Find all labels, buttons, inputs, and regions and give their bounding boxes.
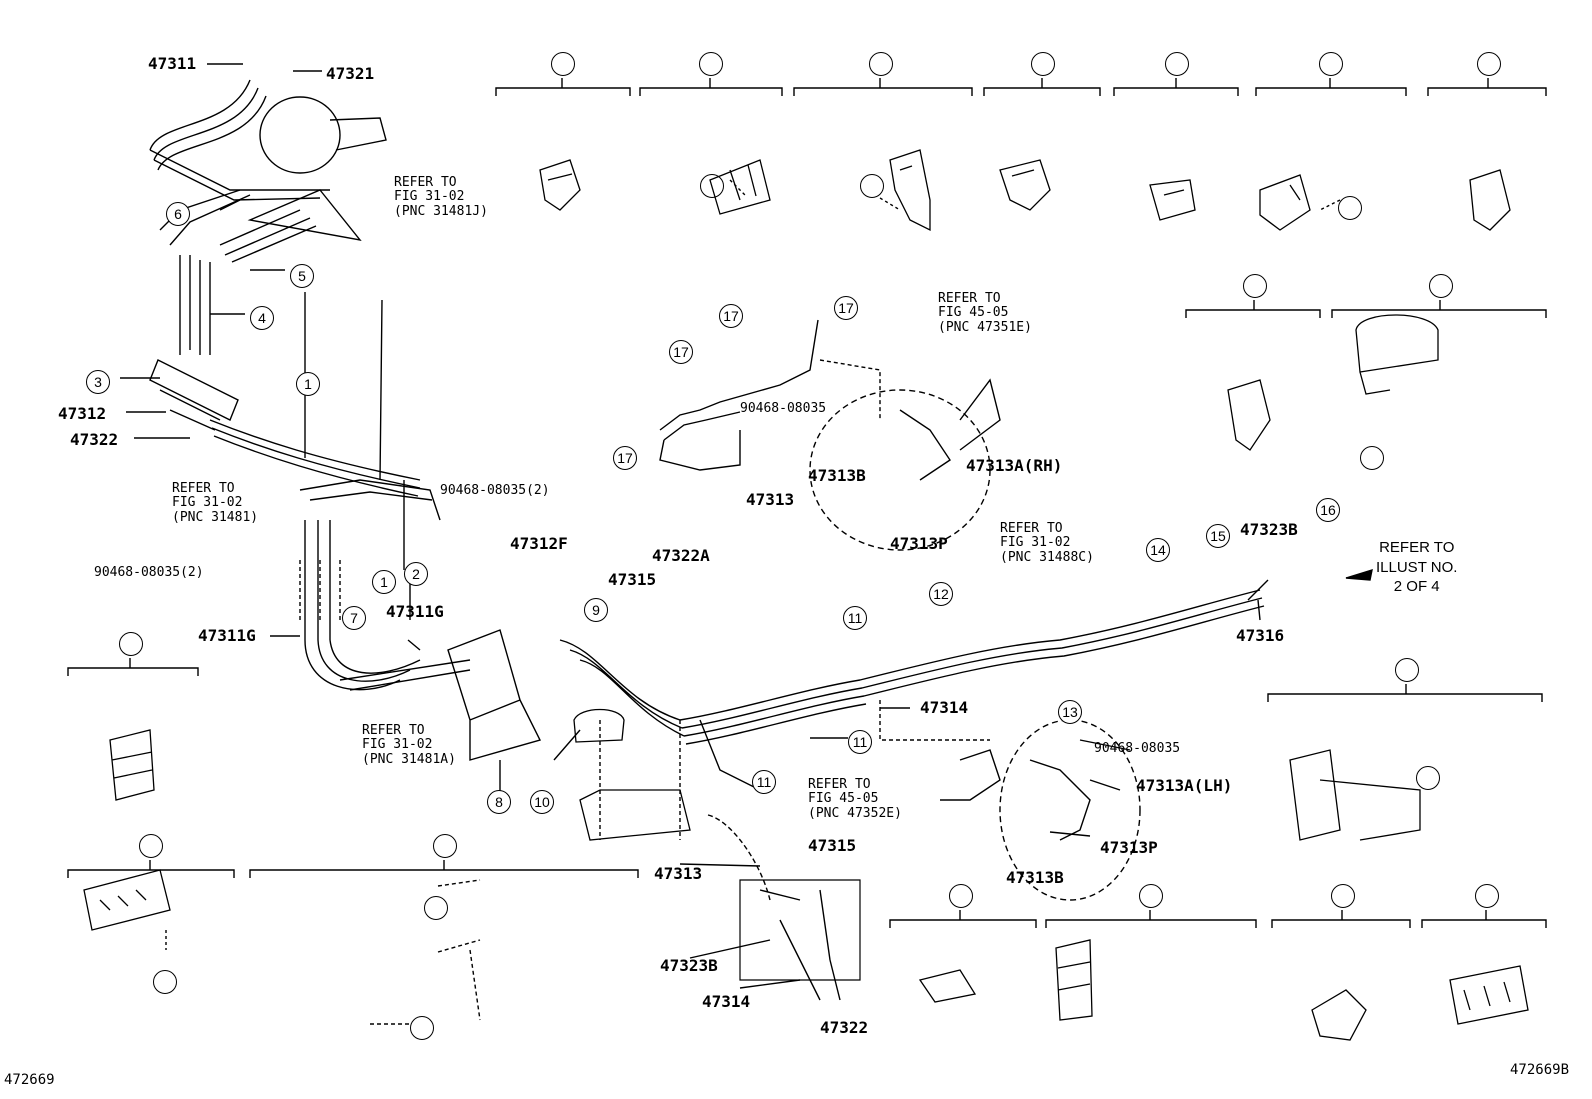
callout-2: [139, 834, 163, 858]
callout-16: [1319, 52, 1343, 76]
callout-17-b: 17: [669, 340, 693, 364]
callout-17-c: 17: [719, 304, 743, 328]
callout-9-main: 9: [584, 598, 608, 622]
callout-10-main: 10: [530, 790, 554, 814]
callout-17-a: 17: [613, 446, 637, 470]
callout-6-main: 6: [166, 202, 190, 226]
label-47322a: 47322A: [652, 546, 710, 565]
label-47313b-2: 47313B: [1006, 868, 1064, 887]
g3-tag2: [410, 1016, 434, 1040]
callout-4-main: 4: [250, 306, 274, 330]
label-90468-d: 90468-08035: [1094, 741, 1181, 756]
label-47322-b: 47322: [820, 1018, 869, 1037]
callout-13-main: 13: [1058, 700, 1082, 724]
g8-tag: [1416, 766, 1440, 790]
callout-11-main: 11: [843, 606, 867, 630]
corner-code-right: 472669B: [1510, 1062, 1570, 1078]
callout-8: [1395, 658, 1419, 682]
label-47316: 47316: [1236, 626, 1285, 645]
callout-3-main: 3: [86, 370, 110, 394]
label-47313a-rh: 47313A(RH): [966, 456, 1063, 475]
label-47311: 47311: [148, 54, 197, 73]
label-47313: 47313: [746, 490, 795, 509]
label-47311g-left: 47311G: [198, 626, 256, 645]
callout-14-main: 14: [1146, 538, 1170, 562]
callout-15: [1165, 52, 1189, 76]
corner-code-left: 472669: [4, 1072, 55, 1088]
callout-17-d: 17: [834, 296, 858, 320]
label-47313a-lh: 47313A(LH): [1136, 776, 1233, 795]
label-47322: 47322: [70, 430, 119, 449]
label-90468-c: 90468-08035: [740, 401, 827, 416]
callout-11-c: 11: [752, 770, 776, 794]
callout-10: [1429, 274, 1453, 298]
callout-12-main: 12: [929, 582, 953, 606]
callout-7-main: 7: [342, 606, 366, 630]
callout-5: [1139, 884, 1163, 908]
label-47313b: 47313B: [808, 466, 866, 485]
callout-11-b: 11: [848, 730, 872, 754]
callout-15-main: 15: [1206, 524, 1230, 548]
label-47315: 47315: [608, 570, 657, 589]
callout-6: [1331, 884, 1355, 908]
label-47312f: 47312F: [510, 534, 568, 553]
g13-tag: [860, 174, 884, 198]
label-47312: 47312: [58, 404, 107, 423]
label-47313p: 47313P: [890, 534, 948, 553]
label-47323b-2: 47323B: [660, 956, 718, 975]
label-90468-b: 90468-08035(2): [94, 565, 204, 580]
callout-13: [869, 52, 893, 76]
label-47323b: 47323B: [1240, 520, 1298, 539]
callout-16-main: 16: [1316, 498, 1340, 522]
callout-11: [551, 52, 575, 76]
label-47314: 47314: [920, 698, 969, 717]
callout-2-main: 2: [404, 562, 428, 586]
label-47314-b: 47314: [702, 992, 751, 1011]
callout-4: [949, 884, 973, 908]
g3-tag: [424, 896, 448, 920]
callout-8-main: 8: [487, 790, 511, 814]
g10-tag: [1360, 446, 1384, 470]
g2-tag: [153, 970, 177, 994]
label-47321: 47321: [326, 64, 375, 83]
callout-3: [433, 834, 457, 858]
label-47315-b: 47315: [808, 836, 857, 855]
callout-1: [119, 632, 143, 656]
label-47313-c: 47313: [654, 864, 703, 883]
callout-17: [1477, 52, 1501, 76]
callout-1-main: 1: [296, 372, 320, 396]
callout-14: [1031, 52, 1055, 76]
label-90468-a: 90468-08035(2): [440, 483, 550, 498]
g16-tag: [1338, 196, 1362, 220]
callout-9: [1243, 274, 1267, 298]
label-47311g-right: 47311G: [386, 602, 444, 621]
callout-1-lower: 1: [372, 570, 396, 594]
callout-7: [1475, 884, 1499, 908]
label-47313p-2: 47313P: [1100, 838, 1158, 857]
callout-5-main: 5: [290, 264, 314, 288]
callout-12: [699, 52, 723, 76]
